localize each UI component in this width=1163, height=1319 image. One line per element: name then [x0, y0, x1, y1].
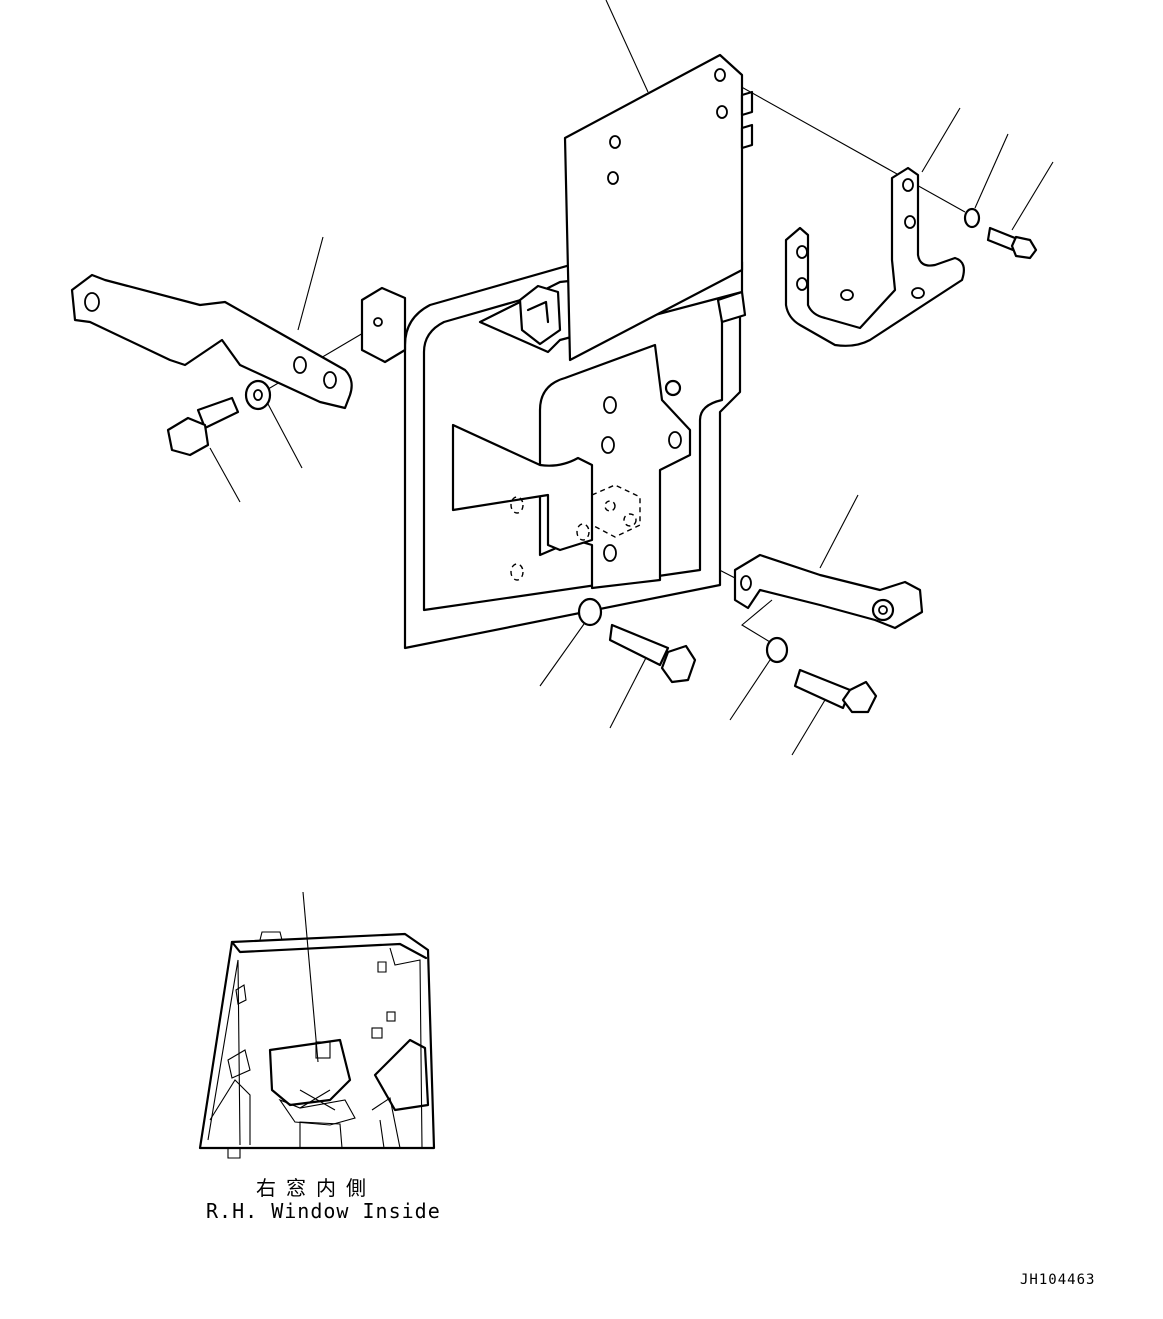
- upper-plate: [478, 53, 754, 362]
- inset-caption-japanese: 右窓内側: [256, 1176, 376, 1200]
- cab-inset-view: [198, 931, 436, 1159]
- washers: [244, 207, 981, 664]
- leader-lines: [209, 0, 1054, 1063]
- right-lower-bracket: [733, 553, 924, 630]
- inset-caption-english: R.H. Window Inside: [206, 1199, 441, 1223]
- bolts: [166, 226, 1038, 714]
- drawing-code: JH104463: [1020, 1272, 1096, 1288]
- holder-plate: [451, 343, 692, 590]
- right-upper-bracket: [784, 166, 965, 347]
- left-bracket: [70, 273, 353, 410]
